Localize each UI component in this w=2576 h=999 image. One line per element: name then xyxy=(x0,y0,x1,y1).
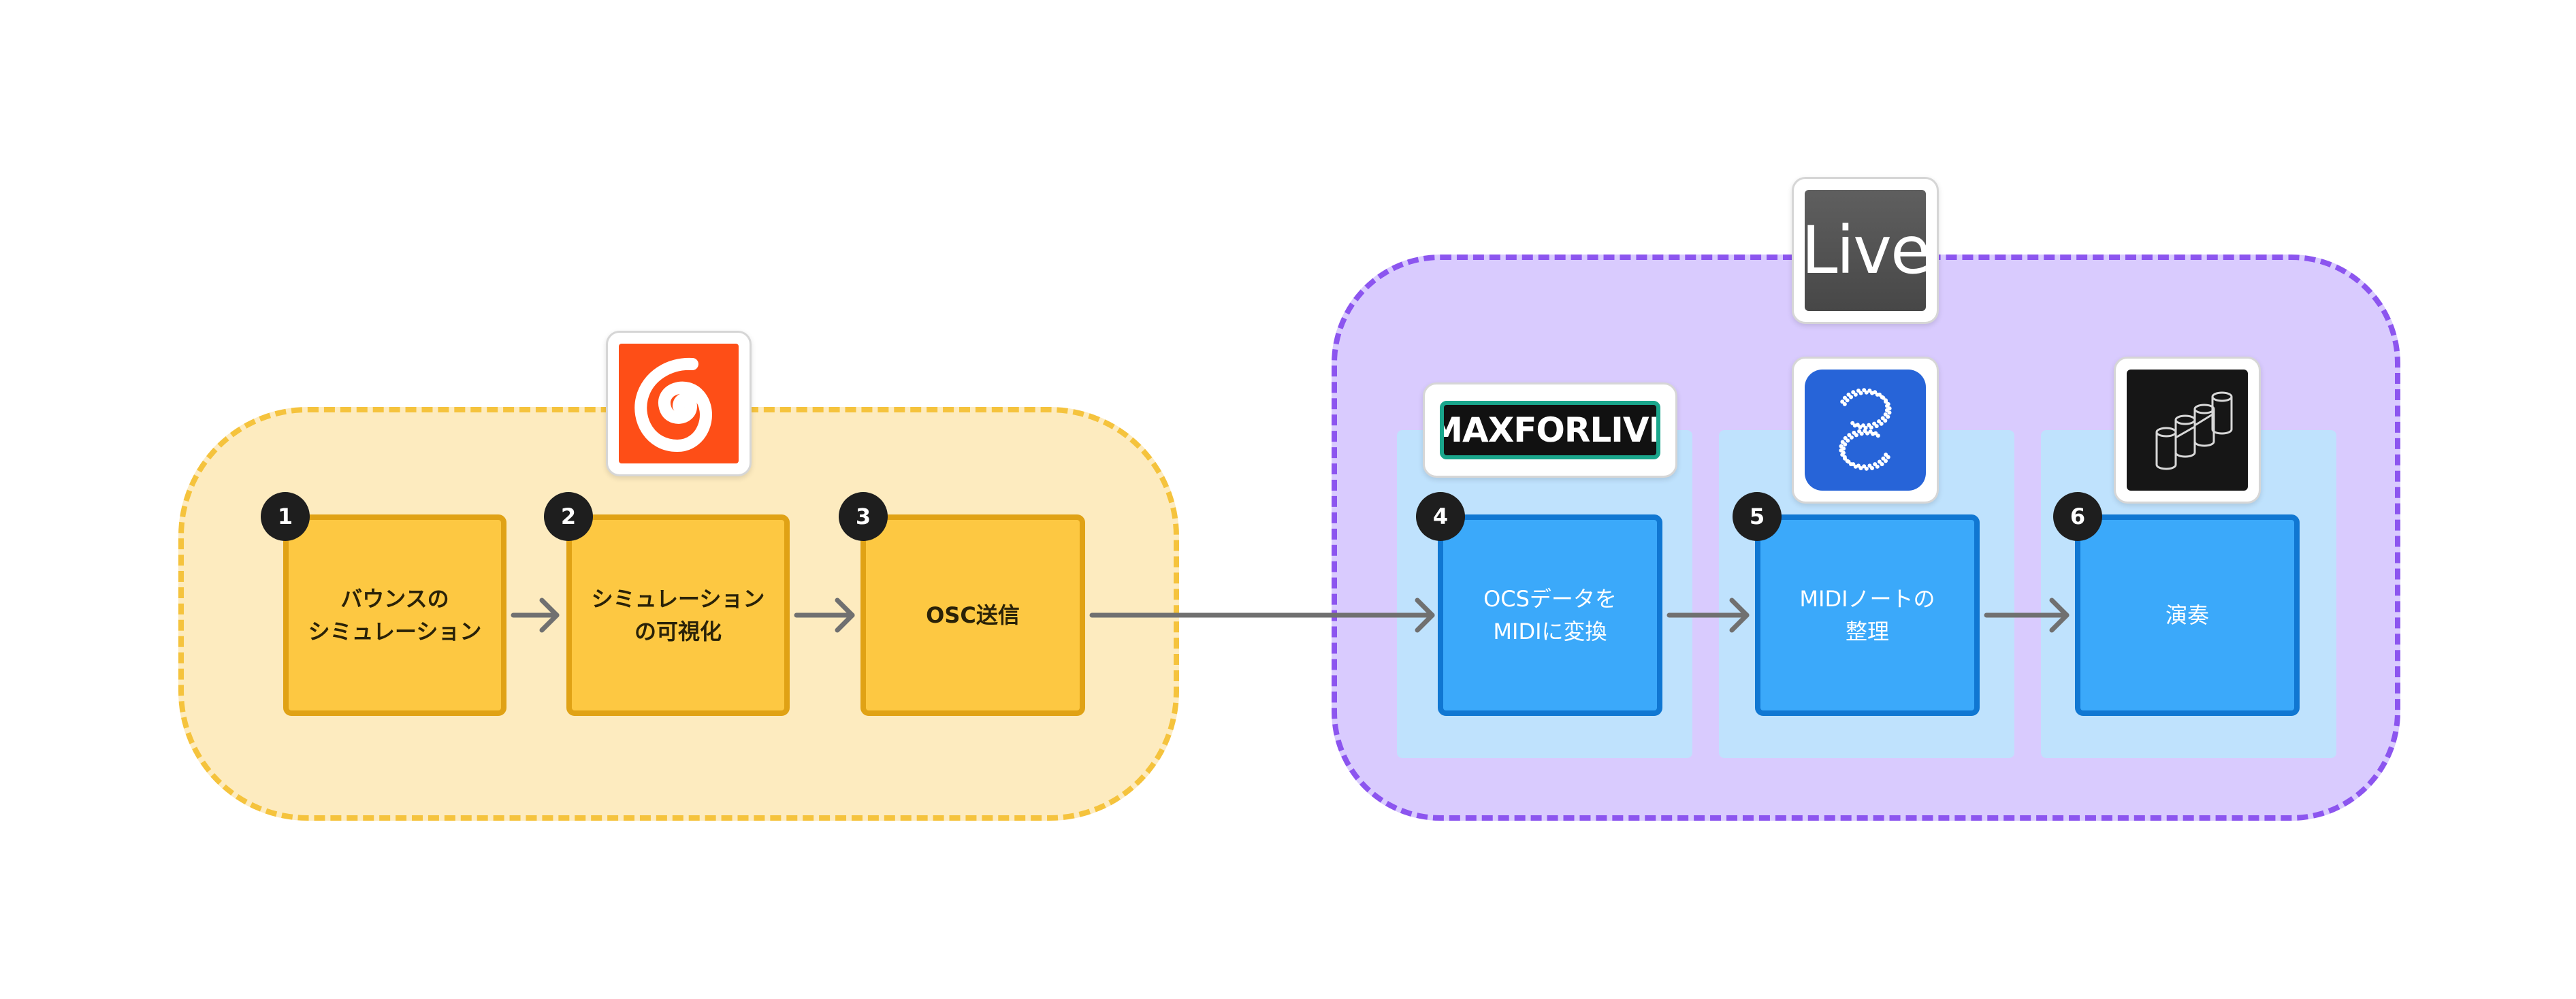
cylinders-logo-icon xyxy=(2127,370,2248,491)
step-2-box: シミュレーション の可視化 xyxy=(566,514,790,716)
step-2-badge: 2 xyxy=(544,492,593,541)
step-4-label: OCSデータを MIDIに変換 xyxy=(1483,586,1617,644)
step-4-box: OCSデータを MIDIに変換 xyxy=(1438,514,1662,716)
max-for-live-logo-frame: MAXFORLIVE xyxy=(1423,382,1677,478)
step-5-label: MIDIノートの 整理 xyxy=(1799,586,1935,644)
ableton-live-logo-frame: Live xyxy=(1792,177,1939,324)
step-6-badge: 6 xyxy=(2053,492,2102,541)
step-1-box: バウンスの シミュレーション xyxy=(283,514,506,716)
dotted-s-logo-icon xyxy=(1805,370,1926,491)
step-1-badge: 1 xyxy=(261,492,310,541)
step-3-label: OSC送信 xyxy=(926,602,1020,628)
step-6-label: 演奏 xyxy=(2165,602,2209,628)
step-5-box: MIDIノートの 整理 xyxy=(1755,514,1980,716)
max-for-live-logo-icon: MAXFORLIVE xyxy=(1440,401,1660,459)
step6-tool-logo-frame xyxy=(2114,357,2261,504)
houdini-logo-frame xyxy=(606,331,752,476)
step-2-label: シミュレーション の可視化 xyxy=(591,586,765,644)
step-5-badge: 5 xyxy=(1733,492,1782,541)
step-3-box: OSC送信 xyxy=(860,514,1085,716)
step-1-label: バウンスの シミュレーション xyxy=(308,586,482,644)
step5-tool-logo-frame xyxy=(1792,357,1939,504)
houdini-logo-icon xyxy=(619,344,739,463)
max-for-live-logo-text: MAXFORLIVE xyxy=(1440,410,1660,450)
ableton-live-logo-icon: Live xyxy=(1805,190,1926,311)
live-logo-text: Live xyxy=(1805,212,1926,289)
step-3-badge: 3 xyxy=(839,492,888,541)
step-6-box: 演奏 xyxy=(2075,514,2300,716)
step-4-badge: 4 xyxy=(1416,492,1465,541)
